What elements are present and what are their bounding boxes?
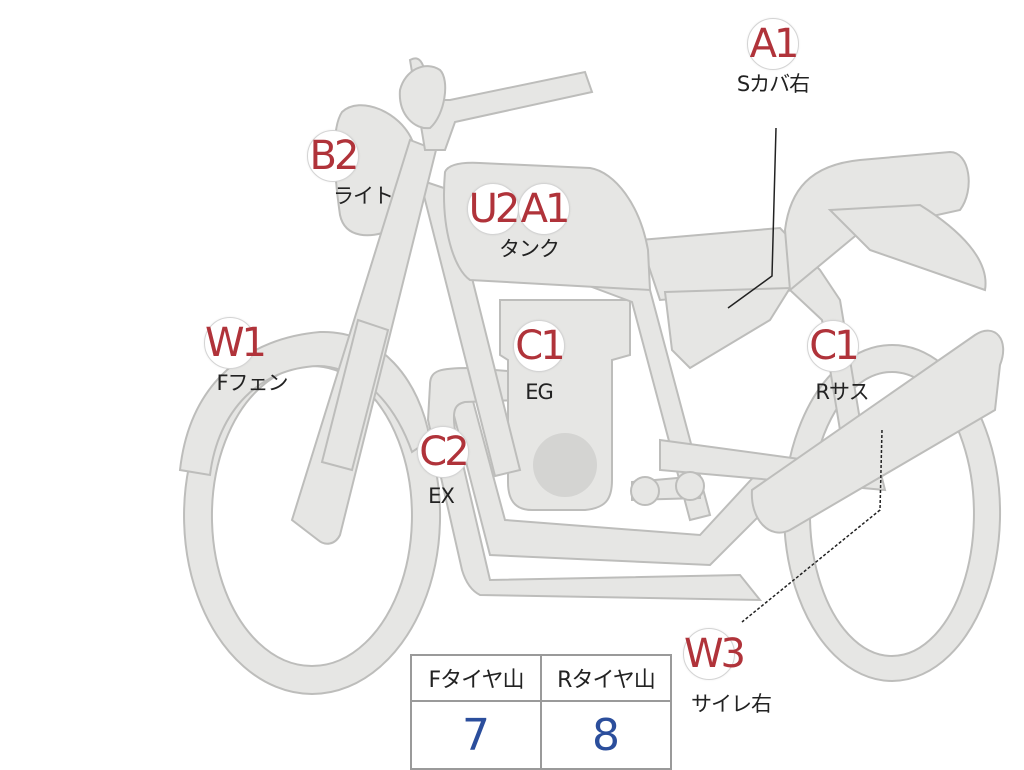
exhaust-pipe (426, 366, 763, 602)
marker-c1-suspension: C1 Rサス (768, 320, 898, 404)
value-rear-tire: 8 (540, 700, 672, 770)
code-badge: U2 (467, 183, 520, 235)
leader-line-a1-cover (727, 127, 777, 309)
code-badge: C1 (807, 320, 860, 372)
marker-a1-side-cover: A1 Sカバ右 (708, 18, 838, 96)
marker-w3-sidestand: W3 サイレ右 (644, 628, 774, 716)
marker-w1-fender: W1 Fフェン (165, 317, 295, 395)
fork-slider (320, 318, 390, 472)
code-badge: W3 (683, 628, 746, 680)
code-badge: A1 (518, 183, 570, 235)
muffler (750, 329, 1005, 534)
marker-b2-light: B2 ライト (268, 130, 398, 208)
marker-label: Sカバ右 (736, 72, 810, 96)
marker-label: タンク (499, 237, 560, 261)
value-front-tire: 7 (410, 700, 542, 770)
frame-down-tube (418, 178, 522, 478)
code-badge: B2 (307, 130, 359, 182)
marker-label: Rサス (815, 380, 869, 404)
engine-cover (533, 433, 597, 497)
table-value-row: 7 8 (410, 700, 672, 770)
marker-label: サイレ右 (691, 692, 772, 716)
code-badge: A1 (747, 18, 799, 70)
header-rear-tire: Rタイヤ山 (540, 654, 672, 702)
tire-tread-table: Fタイヤ山 Rタイヤ山 7 8 (410, 654, 672, 770)
code-badge: W1 (204, 317, 267, 369)
marker-u2-tank: U2 (428, 183, 558, 235)
table-header-row: Fタイヤ山 Rタイヤ山 (410, 654, 672, 702)
marker-label: Fフェン (216, 371, 288, 395)
marker-label: EX (428, 484, 455, 508)
marker-c2-exhaust: C2 EX (378, 426, 508, 508)
code-badge: C2 (417, 426, 470, 478)
footpeg-end-2 (675, 471, 705, 501)
code-badge: C1 (513, 320, 566, 372)
mirror (398, 65, 447, 130)
rear-fender (827, 203, 987, 292)
marker-label: EG (525, 380, 554, 404)
footpeg-end (630, 476, 660, 506)
marker-a1-tank: A1 タンク (479, 183, 609, 261)
side-cover (663, 286, 792, 370)
marker-label: ライト (333, 184, 394, 208)
header-front-tire: Fタイヤ山 (410, 654, 542, 702)
marker-c1-engine: C1 EG (474, 320, 604, 404)
leader-line-w3 (741, 429, 883, 623)
